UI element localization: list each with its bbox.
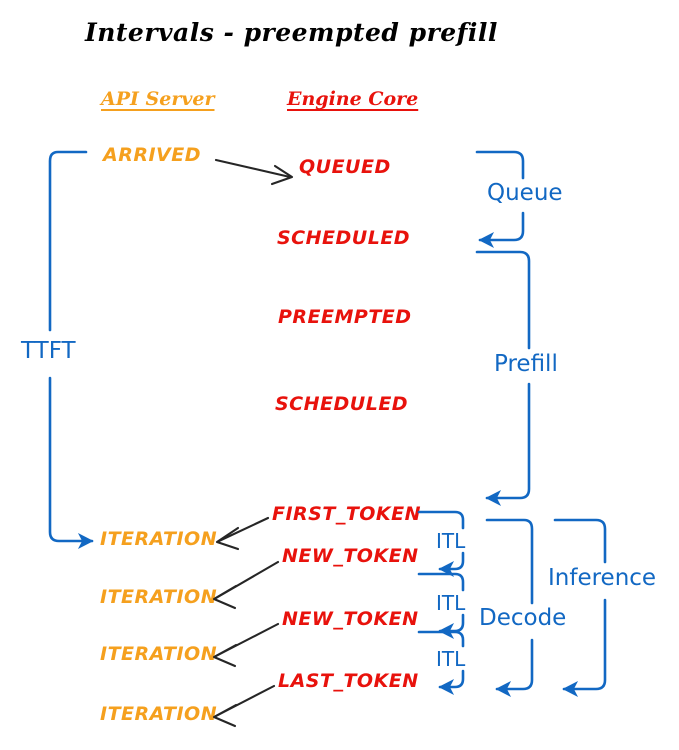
- interval-label-queue: Queue: [487, 180, 563, 206]
- state-arrived: ARRIVED: [103, 144, 201, 166]
- state-iteration-3: ITERATION: [100, 643, 218, 665]
- state-queued: QUEUED: [299, 156, 391, 178]
- arrow-first-token-to-iteration: [215, 516, 270, 551]
- state-iteration-1: ITERATION: [100, 528, 218, 550]
- state-scheduled-2: SCHEDULED: [275, 393, 409, 415]
- interval-label-itl-2: ITL: [436, 591, 466, 615]
- state-preempted: PREEMPTED: [278, 306, 412, 328]
- state-iteration-4: ITERATION: [100, 703, 218, 725]
- state-new-token-1: NEW_TOKEN: [282, 545, 419, 567]
- state-new-token-2: NEW_TOKEN: [282, 608, 419, 630]
- interval-label-itl-1: ITL: [436, 529, 466, 553]
- interval-label-prefill: Prefill: [494, 351, 558, 377]
- state-iteration-2: ITERATION: [100, 586, 218, 608]
- interval-label-ttft: TTFT: [21, 338, 76, 364]
- state-scheduled-1: SCHEDULED: [277, 227, 411, 249]
- page-title: Intervals - preempted prefill: [85, 18, 498, 47]
- arrow-new-token-2-to-iteration: [212, 622, 280, 668]
- arrow-new-token-1-to-iteration: [212, 560, 280, 610]
- column-header-api-server: API Server: [101, 88, 215, 110]
- interval-label-decode: Decode: [479, 605, 567, 631]
- arrow-last-token-to-iteration: [212, 684, 276, 728]
- arrow-arrived-to-queued: [214, 158, 294, 186]
- interval-label-itl-3: ITL: [436, 647, 466, 671]
- state-last-token: LAST_TOKEN: [278, 670, 419, 692]
- state-first-token: FIRST_TOKEN: [272, 503, 422, 525]
- interval-label-inference: Inference: [548, 565, 657, 591]
- column-header-engine-core: Engine Core: [287, 88, 419, 110]
